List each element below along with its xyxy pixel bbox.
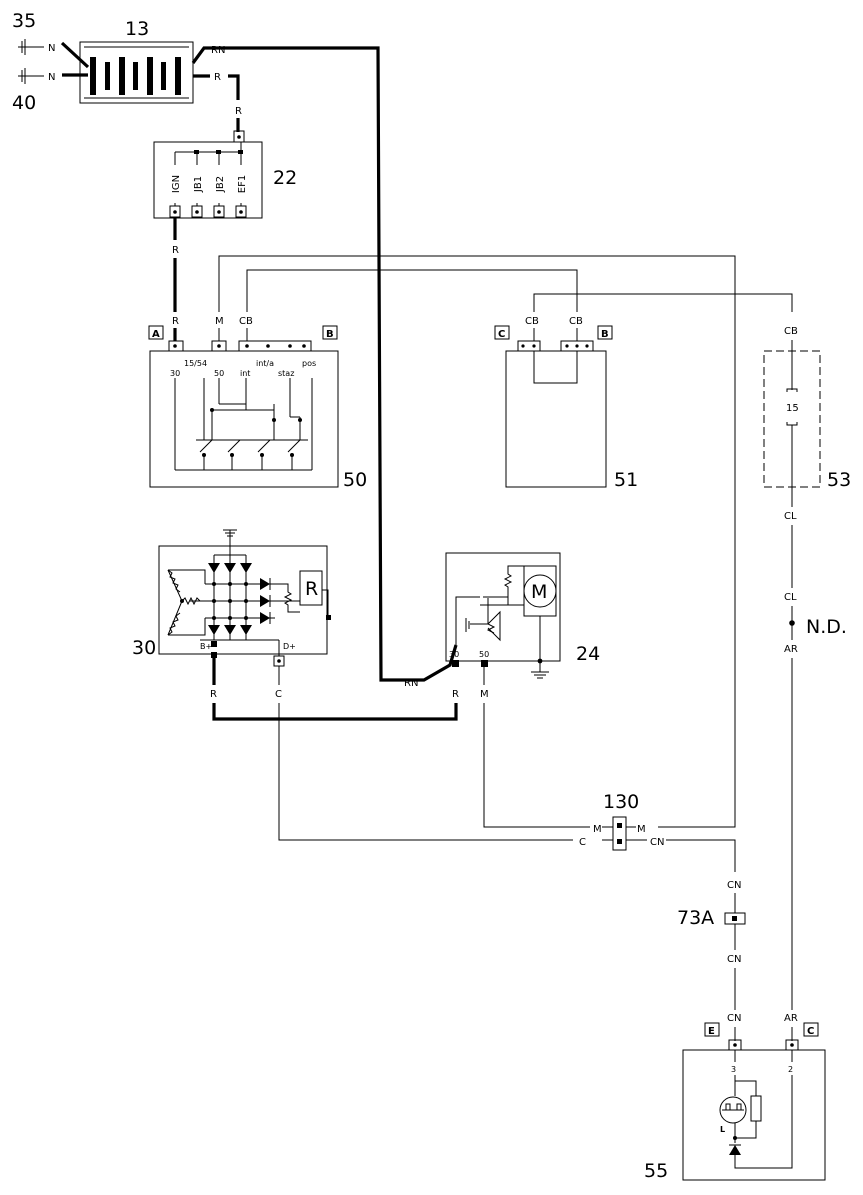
- wire-label-m-130a: M: [593, 824, 602, 835]
- switch-label-inta: int/a: [256, 359, 274, 368]
- wire-label-r-22: R: [235, 106, 242, 117]
- wire-label-m-24: M: [480, 689, 489, 700]
- wire-label-cn-73a-top: CN: [727, 880, 741, 891]
- label-73a: 73A: [677, 907, 714, 929]
- starter-motor-label: M: [531, 581, 547, 603]
- wire-label-r-24: R: [452, 689, 459, 700]
- wire-label-c-130: C: [579, 837, 586, 848]
- wire-label-cb-51a: CB: [525, 316, 539, 327]
- ground-40: [18, 68, 44, 84]
- wire-label-cb-51b: CB: [569, 316, 583, 327]
- component-51: [505, 340, 607, 488]
- connector-b-label-50: B: [326, 329, 334, 340]
- wire-label-r-50a: R: [172, 245, 179, 256]
- label-40: 40: [12, 92, 36, 114]
- nd-label: N.D.: [806, 616, 847, 638]
- pin-2-label: 2: [788, 1065, 793, 1074]
- wire-label-r-alt: R: [210, 689, 217, 700]
- nd-point: [789, 620, 795, 626]
- wire-label-rn-24: RN: [404, 678, 418, 689]
- switch-label-pos: pos: [302, 359, 316, 368]
- switch-label-int: int: [240, 369, 250, 378]
- ground-35: [18, 39, 44, 55]
- label-35: 35: [12, 10, 36, 32]
- wire-label-cl-1: CL: [784, 511, 797, 522]
- label-51: 51: [614, 469, 638, 491]
- pin-3-label: 3: [731, 1065, 736, 1074]
- wire-label-r-top: R: [214, 72, 221, 83]
- wire-label-n-2: N: [48, 72, 55, 83]
- wire-label-n-1: N: [48, 43, 55, 54]
- fuse-jb2-label: JB2: [215, 176, 226, 193]
- label-53: 53: [827, 469, 851, 491]
- connector-a-label: A: [152, 329, 160, 340]
- component-55: [682, 1039, 826, 1181]
- wire-label-cb-53: CB: [784, 326, 798, 337]
- fuse-ef1-label: EF1: [237, 175, 248, 193]
- alternator-30: [158, 529, 331, 667]
- connector-73a: [724, 912, 746, 925]
- alternator-bplus-label: B+: [200, 642, 212, 651]
- wire-label-cn-55: CN: [727, 1013, 741, 1024]
- fuse-ign-label: IGN: [171, 175, 182, 193]
- label-24: 24: [576, 643, 600, 665]
- wire-label-m-50: M: [215, 316, 224, 327]
- connector-b-label-51: B: [601, 329, 609, 340]
- switch-label-30: 30: [170, 369, 180, 378]
- wire-label-ar-1: AR: [784, 644, 798, 655]
- label-50: 50: [343, 469, 367, 491]
- wire-label-ar-2: AR: [784, 1013, 798, 1024]
- wire-label-c-alt: C: [275, 689, 282, 700]
- wire-label-m-130b: M: [637, 824, 646, 835]
- connector-e-label: E: [708, 1026, 715, 1037]
- fuse-jb1-label: JB1: [193, 176, 204, 193]
- starter-24: [445, 552, 561, 679]
- label-13: 13: [125, 18, 149, 40]
- wire-label-cn-73a-bot: CN: [727, 954, 741, 965]
- connector-c-label-51: C: [498, 329, 505, 340]
- label-22: 22: [273, 167, 297, 189]
- regulator-label: R: [305, 578, 318, 600]
- connector-130: [602, 816, 647, 851]
- ignition-switch-50: [149, 340, 339, 488]
- starter-30-label: 30: [449, 650, 459, 659]
- connector-c-label-55: C: [807, 1026, 814, 1037]
- wire-label-cn-130: CN: [650, 837, 664, 848]
- wire-label-cb-50: CB: [239, 316, 253, 327]
- wire-label-rn-top: RN: [211, 45, 225, 56]
- wire-label-r-50: R: [172, 316, 179, 327]
- switch-label-1554: 15/54: [184, 359, 207, 368]
- battery-13: [79, 41, 194, 104]
- label-30: 30: [132, 637, 156, 659]
- label-130: 130: [603, 791, 639, 813]
- label-55: 55: [644, 1160, 668, 1182]
- switch-label-50: 50: [214, 369, 224, 378]
- lamp-l-label: L: [720, 1125, 725, 1134]
- switch-label-staz: staz: [278, 369, 294, 378]
- wire-label-cl-2: CL: [784, 592, 797, 603]
- alternator-dplus-label: D+: [283, 642, 296, 651]
- starter-50-label: 50: [479, 650, 489, 659]
- fuse-53-value: 15: [786, 403, 799, 414]
